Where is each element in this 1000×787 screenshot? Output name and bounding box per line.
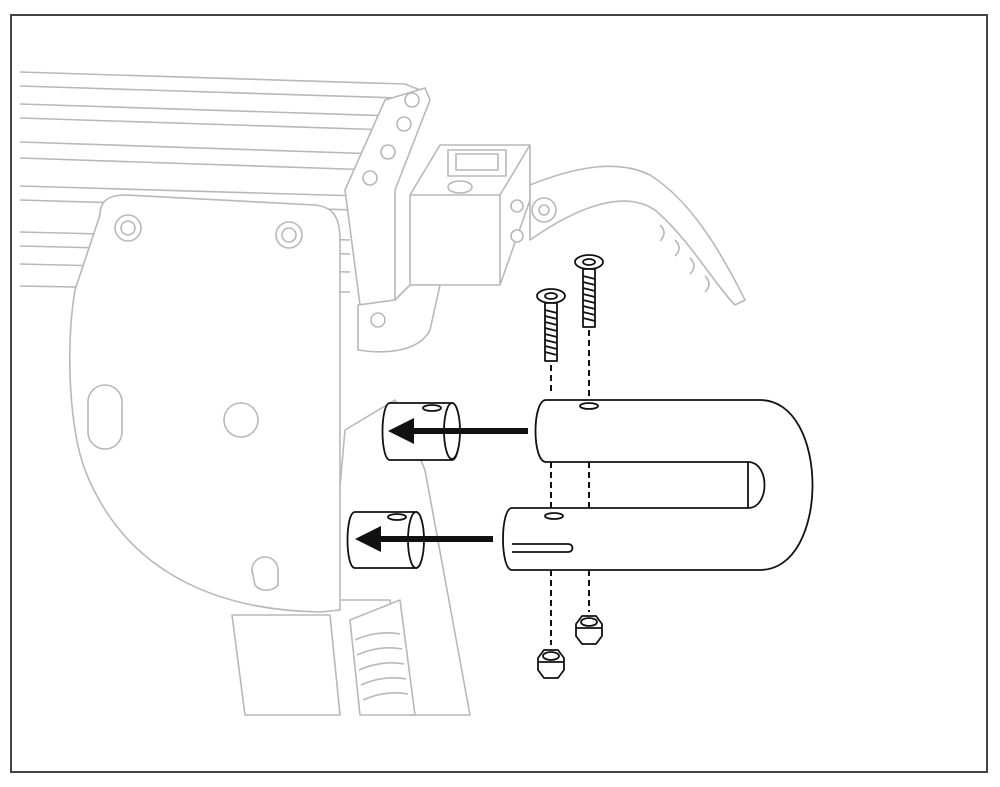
lever-pivot-hole — [538, 204, 550, 216]
lower-bracket — [357, 284, 441, 353]
plate-pin-side — [251, 569, 279, 592]
clamp-bolt — [510, 199, 524, 213]
plate-bolt-center — [281, 227, 297, 243]
clamp-knob — [447, 180, 473, 194]
u-bracket — [502, 399, 814, 571]
bracket-bolt — [404, 92, 420, 108]
arrow-left-icon — [388, 418, 528, 444]
upper-spacer-hole — [422, 404, 442, 412]
bracket-bolt — [380, 144, 396, 160]
lever-handle — [529, 165, 746, 306]
lower-bracket-bolt — [370, 312, 386, 328]
u-bracket-hole — [579, 402, 599, 410]
lower-spacer-hole — [387, 513, 407, 521]
bracket-bolt — [362, 170, 378, 186]
bracket-bolt — [396, 116, 412, 132]
nut-icon — [575, 615, 603, 645]
support-arm-grip — [349, 599, 416, 716]
support-post — [231, 614, 341, 716]
clamp-bolt — [510, 229, 524, 243]
diagram-border — [10, 14, 988, 773]
arrow-left-icon — [355, 526, 493, 552]
nut-icon — [537, 649, 565, 679]
mounting-plate — [68, 194, 341, 613]
plate-slot — [87, 384, 123, 450]
u-bracket-hole — [544, 512, 564, 520]
bolt-icon — [536, 288, 566, 362]
plate-hole — [223, 402, 259, 438]
clamp-window-inner — [455, 153, 499, 171]
bolt-icon — [574, 254, 604, 328]
plate-bolt-center — [120, 220, 136, 236]
